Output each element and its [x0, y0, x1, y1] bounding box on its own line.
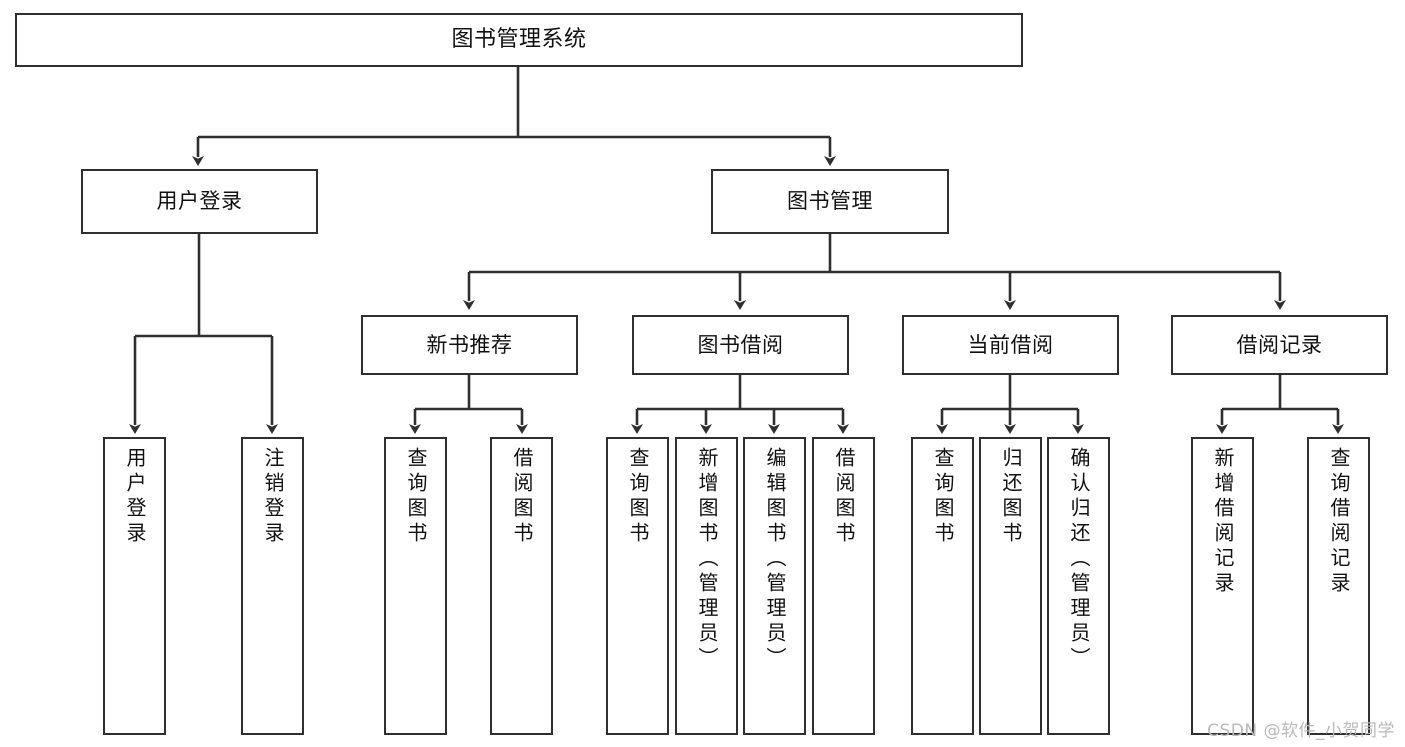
node-label: 用户登录	[123, 447, 147, 547]
leaf-borrow-book-recommend[interactable]: 借阅图书	[490, 437, 553, 735]
node-label: 当前借阅	[967, 332, 1054, 357]
leaf-user-login[interactable]: 用户登录	[103, 437, 166, 735]
node-label: 新增图书（管理员）	[695, 447, 719, 672]
node-label: 新书推荐	[426, 332, 513, 357]
node-label: 新增借阅记录	[1211, 447, 1235, 597]
node-label: 借阅图书	[510, 447, 534, 547]
node-borrow-record[interactable]: 借阅记录	[1171, 315, 1388, 375]
node-label: 查询图书	[404, 447, 428, 547]
node-label: 借阅记录	[1236, 332, 1323, 357]
leaf-query-book-recommend[interactable]: 查询图书	[384, 437, 447, 735]
node-book-management[interactable]: 图书管理	[711, 169, 949, 234]
watermark: CSDN @软件_小贺同学	[1207, 721, 1395, 741]
leaf-edit-book-admin[interactable]: 编辑图书（管理员）	[743, 437, 806, 735]
leaf-borrow-book[interactable]: 借阅图书	[812, 437, 875, 735]
node-label: 注销登录	[261, 447, 285, 547]
node-label: 图书管理	[787, 189, 873, 214]
leaf-query-book-current[interactable]: 查询图书	[911, 437, 974, 735]
node-label: 归还图书	[999, 447, 1023, 547]
node-label: 用户登录	[156, 189, 243, 214]
leaf-query-borrow-record[interactable]: 查询借阅记录	[1307, 437, 1370, 735]
node-user-login[interactable]: 用户登录	[81, 169, 318, 234]
leaf-add-borrow-record[interactable]: 新增借阅记录	[1191, 437, 1254, 735]
node-book-borrow[interactable]: 图书借阅	[632, 315, 849, 375]
leaf-return-book[interactable]: 归还图书	[979, 437, 1042, 735]
node-label: 借阅图书	[832, 447, 856, 547]
node-label: 查询图书	[626, 447, 650, 547]
node-new-book-recommend[interactable]: 新书推荐	[361, 315, 578, 375]
leaf-logout[interactable]: 注销登录	[241, 437, 304, 735]
node-label: 确认归还（管理员）	[1067, 447, 1091, 672]
node-label: 编辑图书（管理员）	[763, 447, 787, 672]
leaf-query-book[interactable]: 查询图书	[606, 437, 669, 735]
node-label: 图书管理系统	[451, 27, 587, 53]
leaf-add-book-admin[interactable]: 新增图书（管理员）	[675, 437, 738, 735]
node-label: 图书借阅	[697, 332, 784, 357]
node-current-borrow[interactable]: 当前借阅	[902, 315, 1119, 375]
node-label: 查询图书	[931, 447, 955, 547]
node-label: 查询借阅记录	[1327, 447, 1351, 597]
leaf-confirm-return-admin[interactable]: 确认归还（管理员）	[1047, 437, 1110, 735]
node-root-system[interactable]: 图书管理系统	[15, 13, 1023, 67]
